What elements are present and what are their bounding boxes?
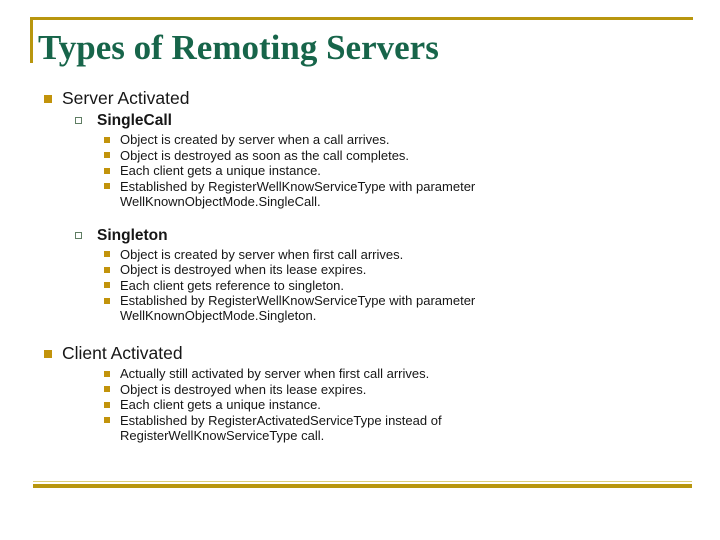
group-label: SingleCall xyxy=(97,112,172,129)
list-item-text: Each client gets a unique instance. xyxy=(120,397,321,412)
section-client-activated: Client Activated xyxy=(38,343,658,364)
square-bullet-icon xyxy=(104,401,110,408)
group-label: Singleton xyxy=(97,226,168,244)
top-rule xyxy=(30,17,693,20)
square-bullet-icon xyxy=(104,251,110,257)
square-bullet-icon xyxy=(104,183,110,189)
list-item: Each client gets reference to singleton. xyxy=(38,278,570,293)
square-bullet-icon xyxy=(104,386,110,392)
list-item-text: Actually still activated by server when … xyxy=(120,366,430,381)
square-bullet-icon xyxy=(104,370,110,377)
list-item: Each client gets a unique instance. xyxy=(38,397,570,412)
section-server-activated: Server Activated xyxy=(38,88,658,109)
list-item-text: Each client gets reference to singleton. xyxy=(120,277,345,293)
left-rule xyxy=(30,17,33,63)
square-bullet-icon xyxy=(104,266,110,273)
list-item-text: Object is created by server when a call … xyxy=(120,132,390,147)
section-label: Client Activated xyxy=(62,343,183,363)
list-item-text: Object is destroyed when its lease expir… xyxy=(120,381,367,397)
square-bullet-icon xyxy=(104,167,110,174)
square-bullet-icon xyxy=(104,417,110,423)
list-item: Each client gets a unique instance. xyxy=(38,163,570,178)
bottom-rule xyxy=(33,484,692,488)
slide-title: Types of Remoting Servers xyxy=(38,28,439,67)
list-item-text: Established by RegisterWellKnowServiceTy… xyxy=(120,293,476,323)
list-item: Object is destroyed when its lease expir… xyxy=(38,382,570,397)
list-item: Established by RegisterActivatedServiceT… xyxy=(38,413,570,443)
list-item-text: Each client gets a unique instance. xyxy=(120,163,321,178)
list-item-text: Object is destroyed as soon as the call … xyxy=(120,147,410,163)
slide-body: Server Activated SingleCall Object is cr… xyxy=(38,88,658,443)
group-singleton: Singleton xyxy=(38,226,658,245)
outline-square-bullet-icon xyxy=(75,117,82,124)
list-item-text: Object is created by server when first c… xyxy=(120,246,404,262)
square-bullet-icon xyxy=(44,350,52,358)
list-item-text: Established by RegisterWellKnowServiceTy… xyxy=(120,178,476,209)
list-item: Object is created by server when first c… xyxy=(38,247,570,262)
bottom-rule-accent xyxy=(33,481,692,482)
square-bullet-icon xyxy=(104,282,110,288)
square-bullet-icon xyxy=(104,136,110,143)
list-item: Established by RegisterWellKnowServiceTy… xyxy=(38,293,570,323)
square-bullet-icon xyxy=(104,152,110,158)
list-item: Object is destroyed when its lease expir… xyxy=(38,262,570,277)
list-item: Actually still activated by server when … xyxy=(38,366,570,381)
list-item-text: Established by RegisterActivatedServiceT… xyxy=(120,412,442,443)
square-bullet-icon xyxy=(104,297,110,304)
list-item: Object is destroyed as soon as the call … xyxy=(38,148,570,163)
list-item: Established by RegisterWellKnowServiceTy… xyxy=(38,179,570,209)
square-bullet-icon xyxy=(44,95,52,103)
section-label: Server Activated xyxy=(62,88,190,108)
outline-square-bullet-icon xyxy=(75,231,82,239)
list-item-text: Object is destroyed when its lease expir… xyxy=(120,262,367,277)
list-item: Object is created by server when a call … xyxy=(38,132,570,147)
group-singlecall: SingleCall xyxy=(38,111,658,130)
